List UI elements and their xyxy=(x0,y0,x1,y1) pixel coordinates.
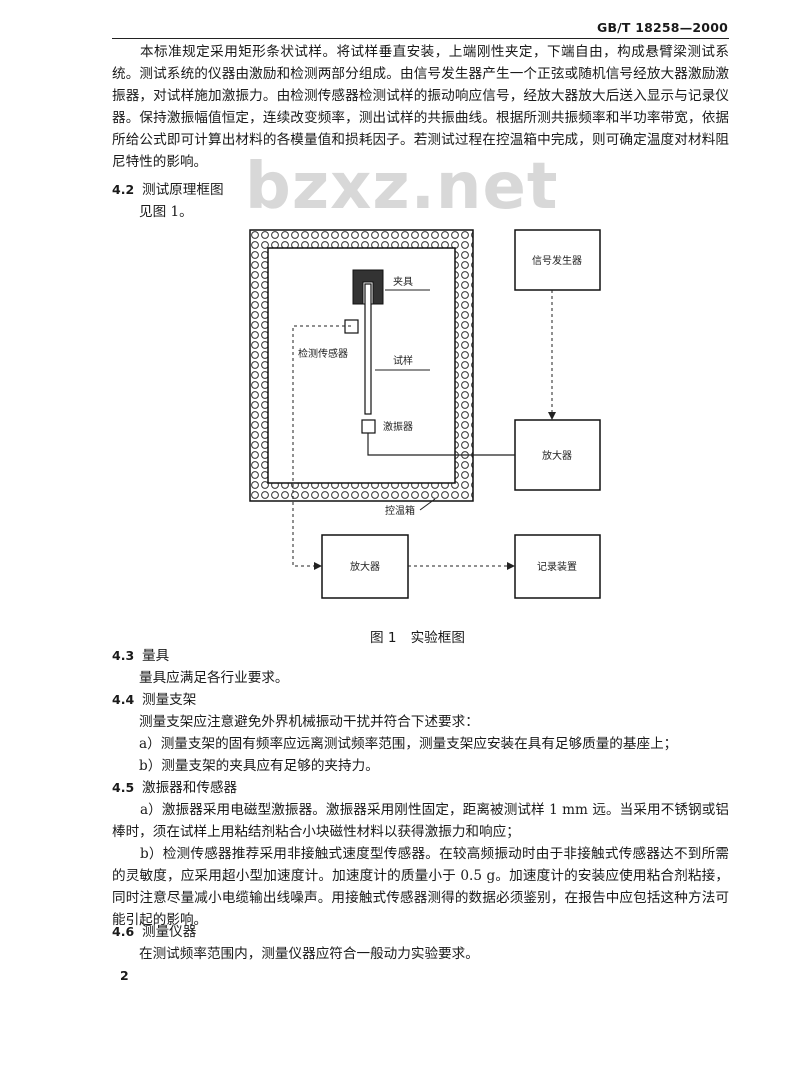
label-recorder: 记录装置 xyxy=(537,560,577,573)
label-chamber: 控温箱 xyxy=(385,504,415,517)
exciter-to-amplifier-line xyxy=(367,433,515,456)
recorder-box xyxy=(514,534,601,599)
arrow-head xyxy=(314,562,322,570)
section-number: 4.5 xyxy=(112,780,135,795)
section-title: 测量支架 xyxy=(142,692,197,708)
exciter xyxy=(361,419,376,434)
section-number: 4.6 xyxy=(112,924,135,939)
arrow-head xyxy=(507,562,515,570)
label-signal-generator: 信号发生器 xyxy=(532,254,582,267)
watermark: bzxz.net xyxy=(245,150,559,224)
section-4-4-heading: 4.4 测量支架 xyxy=(112,689,196,711)
amplifier-bottom-box xyxy=(321,534,409,599)
label-amplifier-bottom: 放大器 xyxy=(350,560,380,573)
standard-number: GB/T 18258—2000 xyxy=(596,20,728,35)
label-amplifier-right: 放大器 xyxy=(542,449,572,462)
signal-generator-box xyxy=(514,229,601,291)
arrow-head xyxy=(548,412,556,420)
section-4-4-item-a: a）测量支架的固有频率应远离测试频率范围，测量支架应安装在具有足够质量的基座上； xyxy=(139,736,678,752)
section-number: 4.4 xyxy=(112,692,135,707)
label-clamp: 夹具 xyxy=(393,275,413,288)
chamber-leader-line xyxy=(419,498,436,511)
section-4-4-item-b: b）测量支架的夹具应有足够的夹持力。 xyxy=(139,758,379,774)
section-4-5-heading: 4.5 激振器和传感器 xyxy=(112,777,237,799)
sensor xyxy=(344,319,359,334)
section-4-5-item-b: b）检测传感器推荐采用非接触式速度型传感器。在较高频振动时由于非接触式传感器达不… xyxy=(112,846,729,928)
section-4-3-heading: 4.3 量具 xyxy=(112,645,169,667)
specimen xyxy=(364,283,372,415)
section-4-4-body: 测量支架应注意避免外界机械振动干扰并符合下述要求： xyxy=(139,714,479,730)
page-number: 2 xyxy=(120,968,129,983)
section-title: 测试原理框图 xyxy=(142,182,224,198)
label-exciter: 激振器 xyxy=(383,420,413,433)
amplifier-right-box xyxy=(514,419,601,491)
label-specimen: 试样 xyxy=(393,354,413,367)
section-4-2-heading: 4.2 测试原理框图 xyxy=(112,179,224,201)
section-4-6-heading: 4.6 测量仪器 xyxy=(112,921,196,943)
figure-number: 图 1 xyxy=(370,630,397,646)
section-4-5-item-a: a）激振器采用电磁型激振器。激振器采用刚性固定，距离被测试样 1 mm 远。当采… xyxy=(112,802,729,840)
intro-paragraph: 本标准规定采用矩形条状试样。将试样垂直安装，上端刚性夹定，下端自由，构成悬臂梁测… xyxy=(112,44,729,170)
section-number: 4.3 xyxy=(112,648,135,663)
section-4-2-body: 见图 1。 xyxy=(139,204,193,220)
section-number: 4.2 xyxy=(112,182,135,197)
header-rule xyxy=(112,38,729,39)
section-4-3-body: 量具应满足各行业要求。 xyxy=(139,670,289,686)
figure-title: 实验框图 xyxy=(410,630,465,646)
section-4-6-body: 在测试频率范围内，测量仪器应符合一般动力实验要求。 xyxy=(139,946,479,962)
section-title: 测量仪器 xyxy=(142,924,197,940)
label-sensor: 检测传感器 xyxy=(298,347,348,360)
figure-caption: 图 1 实验框图 xyxy=(370,626,465,646)
sensor-to-amplifier-line xyxy=(292,325,351,567)
section-title: 量具 xyxy=(142,648,170,664)
section-title: 激振器和传感器 xyxy=(142,780,238,796)
